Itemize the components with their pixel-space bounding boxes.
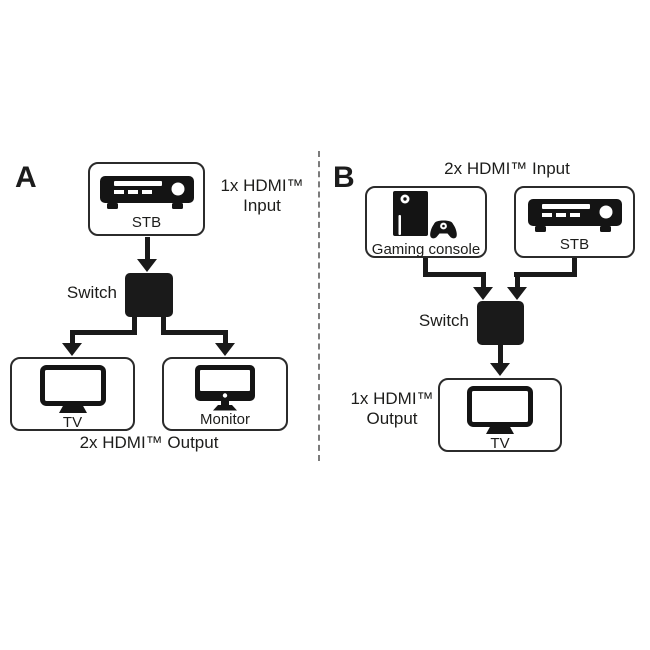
connector-a-stb-to-switch-arrowhead: [137, 259, 157, 272]
connector-b-stb-stub: [572, 258, 577, 277]
monitor-device-box-a: Monitor: [162, 357, 288, 431]
connector-a-left-arrowhead: [62, 343, 82, 356]
switch-node-a: [125, 273, 173, 317]
connector-a-left-stub: [132, 317, 137, 334]
connector-a-left-vertical: [70, 330, 75, 344]
input-caption-a: 1x HDMI™ Input: [220, 176, 304, 215]
switch-label-b: Switch: [418, 311, 469, 330]
connector-a-stb-to-switch-stub: [145, 237, 150, 260]
stb-icon: [99, 170, 194, 214]
connector-b-stb-vertical: [515, 272, 520, 288]
tv-device-box-a: TV: [10, 357, 135, 431]
connector-b-console-arrowhead: [473, 287, 493, 300]
gaming-console-label-b: Gaming console: [371, 241, 481, 258]
connector-a-right-stub: [161, 317, 166, 334]
panel-divider-dashed-line: [318, 151, 320, 461]
tv-icon: [39, 365, 106, 414]
connector-b-switch-to-tv-stub: [498, 345, 503, 364]
output-caption-b: 1x HDMI™ Output: [350, 389, 434, 428]
stb-label-a: STB: [131, 214, 162, 231]
stb-device-box-a: STB: [88, 162, 205, 236]
stb-label-b: STB: [559, 236, 590, 253]
connector-b-console-stub: [423, 258, 428, 277]
connector-a-right-horizontal: [161, 330, 228, 335]
stb-icon: [527, 194, 622, 236]
tv-device-box-b: TV: [438, 378, 562, 452]
tv-label-a: TV: [62, 414, 83, 431]
output-caption-a: 2x HDMI™ Output: [79, 433, 219, 452]
switch-label-a: Switch: [66, 283, 117, 302]
gaming-console-icon: [393, 191, 459, 241]
input-caption-b: 2x HDMI™ Input: [444, 159, 570, 178]
tv-icon: [467, 386, 533, 435]
connector-a-right-arrowhead: [215, 343, 235, 356]
connector-a-right-vertical: [223, 330, 228, 344]
gaming-console-device-box-b: Gaming console: [365, 186, 487, 258]
tv-label-b: TV: [490, 435, 510, 452]
diagram-b-panel-label: B: [333, 161, 355, 194]
connector-b-stb-horizontal: [514, 272, 577, 277]
connector-a-left-horizontal: [70, 330, 137, 335]
monitor-label-a: Monitor: [199, 411, 251, 428]
monitor-icon: [195, 365, 255, 411]
connector-b-console-horizontal: [423, 272, 486, 277]
diagram-a-panel-label: A: [15, 161, 37, 194]
stb-device-box-b: STB: [514, 186, 635, 258]
connector-b-console-vertical: [481, 272, 486, 288]
connector-b-stb-arrowhead: [507, 287, 527, 300]
connector-b-switch-to-tv-arrowhead: [490, 363, 510, 376]
switch-node-b: [477, 301, 524, 345]
